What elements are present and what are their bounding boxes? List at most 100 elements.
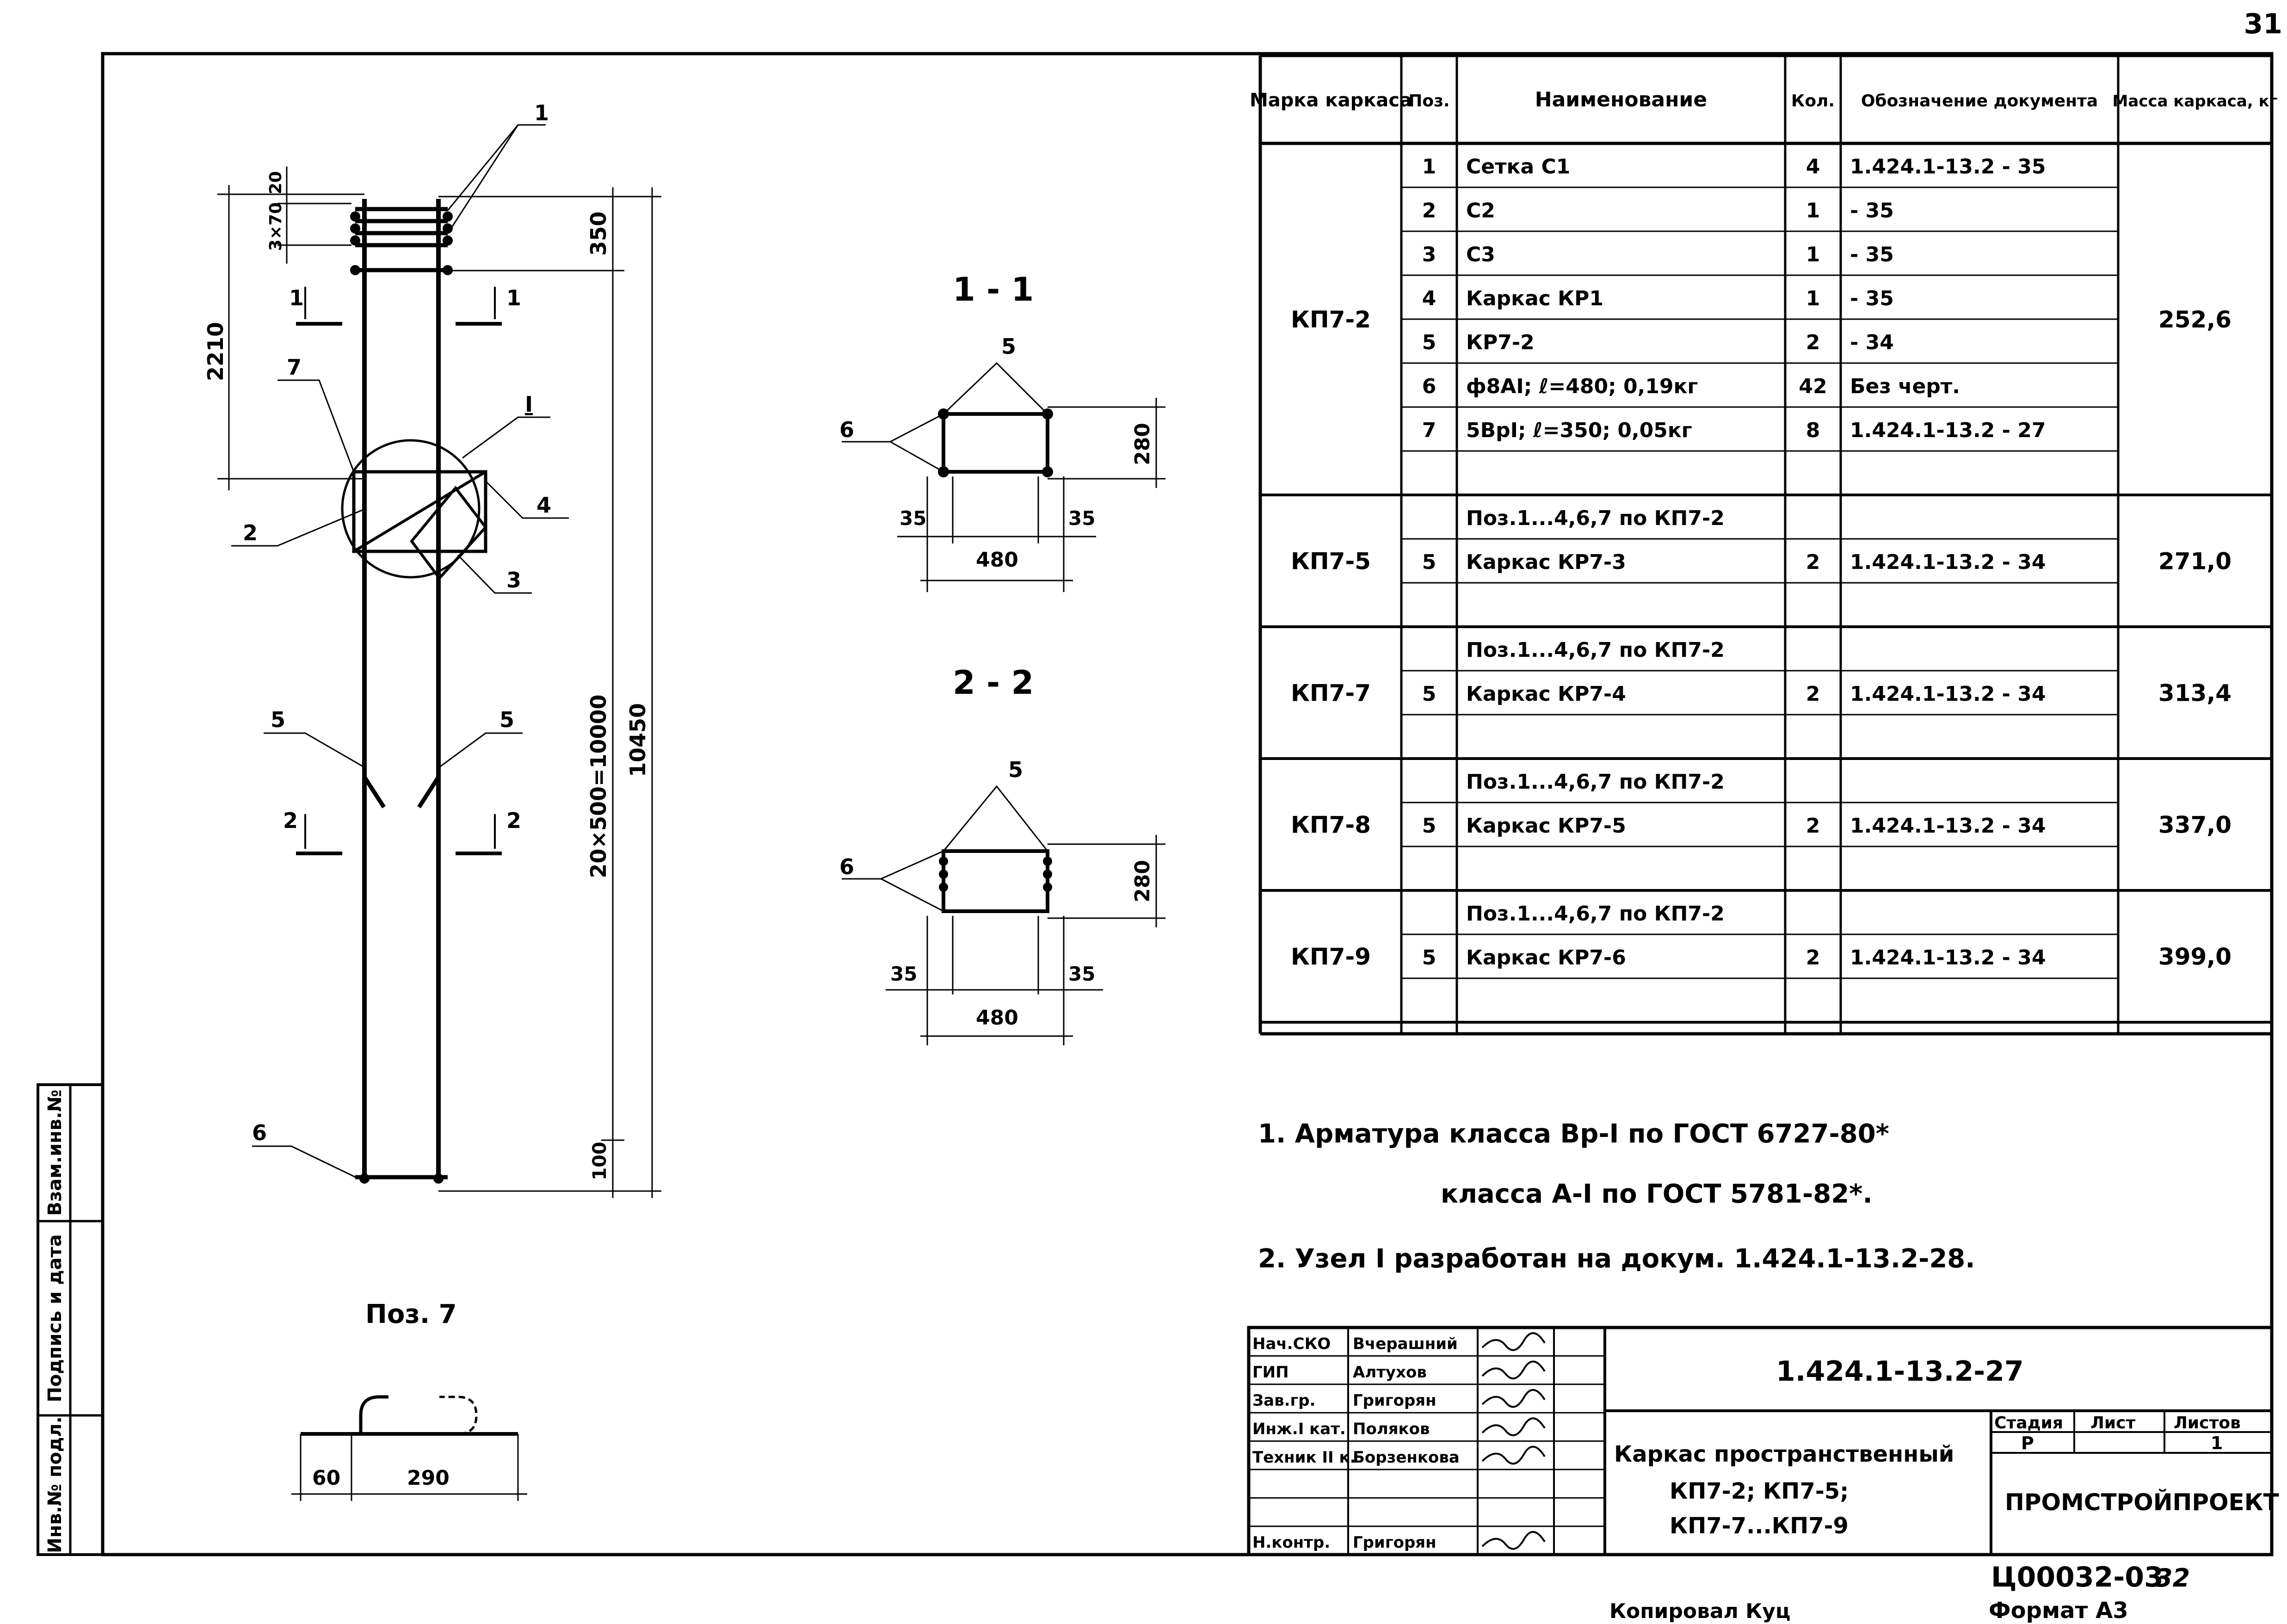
handwritten-signature (1481, 1531, 1546, 1550)
leader-label-6: 6 (252, 1120, 267, 1145)
section-2-label-5: 5 (1008, 757, 1023, 782)
header-mark: Марка каркаса (1250, 90, 1412, 111)
signature-name: Алтухов (1353, 1363, 1427, 1382)
cut-mark-1-right: 1 (506, 285, 521, 310)
table-cell-name: С3 (1466, 243, 1495, 266)
section-2-label-6: 6 (839, 854, 854, 879)
table-cell-name: Каркас КР7-5 (1466, 814, 1626, 838)
table-cell-qty: 1 (1806, 243, 1820, 266)
table-cell-doc: - 35 (1850, 243, 1894, 266)
section-1-dim-35-right: 35 (1068, 507, 1095, 530)
archive-page: 32 (2155, 1563, 2190, 1593)
section-2-2: 2 - 2 5 6 280 35 35 480 (839, 664, 1165, 1045)
table-cell-doc: Без черт. (1850, 375, 1960, 398)
table-cell-name: Сетка С1 (1466, 155, 1570, 179)
table-cell-doc: 1.424.1-13.2 - 35 (1850, 155, 2046, 179)
signature-role: Нач.СКО (1252, 1334, 1331, 1353)
section-1-dim-280: 280 (1131, 423, 1154, 465)
cut-mark-2-right: 2 (506, 808, 521, 833)
section-2-dim-280: 280 (1131, 860, 1154, 902)
sheet-title-line-3: КП7-7...КП7-9 (1670, 1513, 1849, 1539)
organization: ПРОМСТРОЙПРОЕКТ (2005, 1488, 2279, 1516)
leader-label-2: 2 (243, 520, 258, 545)
note-2: 2. Узел I разработан на докум. 1.424.1-1… (1258, 1244, 1975, 1274)
sheets-header: Листов (2174, 1414, 2241, 1433)
table-cell-doc: 1.424.1-13.2 - 34 (1850, 550, 2046, 574)
table-cell-name: Поз.1...4,6,7 по КП7-2 (1466, 506, 1725, 530)
table-cell-name: ф8АI; ℓ=480; 0,19кг (1466, 375, 1698, 398)
table-cell-qty: 1 (1806, 199, 1820, 222)
table-cell-doc: - 35 (1850, 287, 1894, 310)
sheet-title-line-1: Каркас пространственный (1614, 1441, 1954, 1467)
section-2-dim-35-left: 35 (890, 963, 917, 985)
side-stamp-inv-podl: Инв.№ подл. (44, 1416, 66, 1553)
table-cell-qty: 2 (1806, 331, 1820, 354)
section-1-dim-35-left: 35 (900, 507, 926, 530)
table-cell-qty: 2 (1806, 550, 1820, 574)
table-cell-doc: 1.424.1-13.2 - 34 (1850, 682, 2046, 706)
table-cell-qty: 42 (1799, 375, 1827, 398)
table-cell-doc: - 34 (1850, 331, 1894, 354)
header-name: Наименование (1535, 88, 1707, 111)
header-doc: Обозначение документа (1861, 92, 2098, 111)
pos7-dim-60: 60 (312, 1466, 340, 1490)
table-cell-doc: 1.424.1-13.2 - 27 (1850, 419, 2046, 442)
sheets-value: 1 (2211, 1433, 2223, 1453)
dim-100: 100 (589, 1142, 610, 1180)
stage-value: Р (2021, 1433, 2034, 1453)
header-qty: Кол. (1791, 92, 1835, 111)
leader-label-5-left: 5 (271, 707, 285, 732)
sheet-title-line-2: КП7-2; КП7-5; (1670, 1478, 1849, 1504)
main-column-drawing: 20 3×70 2210 350 20×500=10000 10450 100 … (203, 100, 661, 1198)
dim-10450: 10450 (625, 703, 650, 777)
pos7-dim-290: 290 (407, 1466, 450, 1490)
table-cell-mark: КП7-5 (1291, 548, 1371, 575)
table-cell-mass: 271,0 (2158, 548, 2232, 575)
side-stamp-signature-date: Подпись и дата (44, 1234, 66, 1402)
section-2-title: 2 - 2 (953, 664, 1034, 702)
table-cell-qty: 2 (1806, 814, 1820, 838)
table-cell-name: Поз.1...4,6,7 по КП7-2 (1466, 638, 1725, 662)
table-cell-pos: 5 (1422, 331, 1436, 354)
table-cell-mass: 399,0 (2158, 944, 2232, 970)
table-cell-name: Каркас КР1 (1466, 287, 1603, 310)
leader-label-node-I: I (525, 392, 533, 417)
section-1-label-5: 5 (1001, 334, 1016, 359)
table-cell-pos: 2 (1422, 199, 1436, 222)
signature-role: ГИП (1252, 1363, 1289, 1382)
table-cell-name: С2 (1466, 199, 1495, 222)
handwritten-signature (1481, 1332, 1546, 1351)
signature-role: Зав.гр. (1252, 1391, 1316, 1410)
table-cell-pos: 3 (1422, 243, 1436, 266)
table-cell-pos: 6 (1422, 375, 1436, 398)
table-cell-qty: 2 (1806, 682, 1820, 706)
table-cell-mark: КП7-8 (1291, 812, 1371, 839)
table-cell-pos: 1 (1422, 155, 1436, 179)
table-cell-qty: 2 (1806, 946, 1820, 969)
copied-by: Копировал Куц (1609, 1599, 1791, 1623)
notes: 1. Арматура класса Вр-I по ГОСТ 6727-80*… (1258, 1119, 1975, 1274)
signature-name: Поляков (1353, 1420, 1430, 1439)
stage-header: Стадия (1994, 1414, 2063, 1433)
cut-mark-2-left: 2 (283, 808, 298, 833)
signature-name: Вчерашний (1353, 1334, 1458, 1353)
pos7-detail: Поз. 7 60 290 (291, 1299, 527, 1501)
dim-350: 350 (586, 211, 611, 256)
section-1-1: 1 - 1 5 6 280 35 35 480 (839, 271, 1165, 592)
pos7-title: Поз. 7 (365, 1299, 457, 1329)
table-cell-doc: 1.424.1-13.2 - 34 (1850, 814, 2046, 838)
header-pos: Поз. (1408, 92, 1449, 111)
header-mass: Масса каркаса, кг (2113, 92, 2278, 111)
table-cell-mark: КП7-9 (1291, 944, 1371, 970)
table-cell-name: Поз.1...4,6,7 по КП7-2 (1466, 770, 1725, 794)
table-cell-qty: 4 (1806, 155, 1820, 179)
table-cell-pos: 5 (1422, 550, 1436, 574)
table-cell-pos: 5 (1422, 682, 1436, 706)
table-cell-mark: КП7-7 (1291, 680, 1371, 707)
handwritten-signature (1481, 1360, 1546, 1380)
signature-name: Борзенкова (1353, 1448, 1460, 1467)
archive-number: Ц00032-03 (1991, 1561, 2164, 1593)
section-1-dim-480: 480 (976, 548, 1018, 572)
